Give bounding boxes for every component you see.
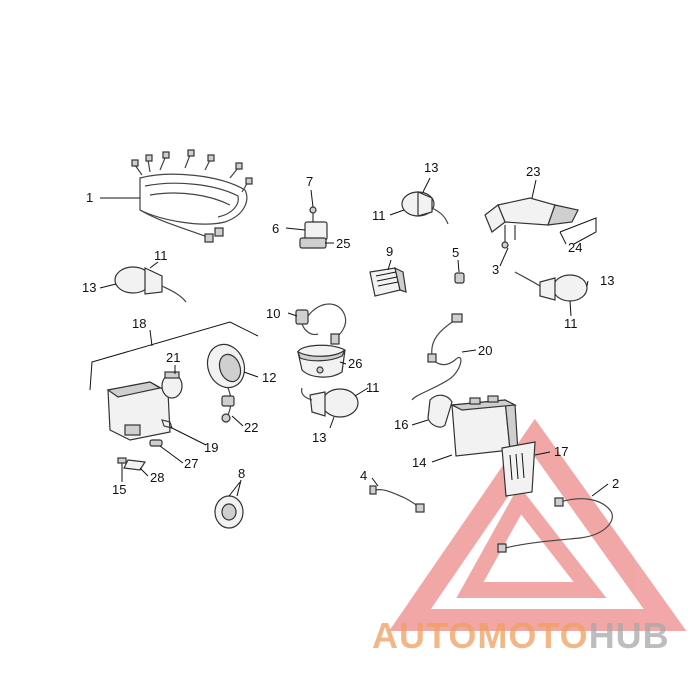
- callout-13-b: 13: [424, 160, 438, 175]
- watermark-text-moto: MOTO: [477, 615, 588, 656]
- callout-4: 4: [360, 468, 367, 483]
- callout-27: 27: [184, 456, 198, 471]
- callout-15: 15: [112, 482, 126, 497]
- part-indicator-rear-right: [514, 271, 588, 302]
- watermark-logo: [389, 418, 687, 631]
- part-wire-lead-20: [411, 313, 463, 401]
- callout-labels: 1 2 3 4 5 6 7 8 9 10 11 11 11 11 12 13 1…: [82, 160, 619, 497]
- part-wiring-harness: [131, 149, 253, 243]
- callout-26: 26: [348, 356, 362, 371]
- callout-5: 5: [452, 245, 459, 260]
- callout-8: 8: [238, 466, 245, 481]
- callout-28: 28: [150, 470, 164, 485]
- callout-10: 10: [266, 306, 280, 321]
- part-license-plate-light: [484, 197, 579, 249]
- callout-13-d: 13: [312, 430, 326, 445]
- callout-18: 18: [132, 316, 146, 331]
- callout-1: 1: [86, 190, 93, 205]
- part-cable-2: [497, 497, 613, 553]
- part-flasher-relay: [369, 266, 407, 297]
- callout-23: 23: [526, 164, 540, 179]
- callout-25: 25: [336, 236, 350, 251]
- part-headlight-assembly: [89, 321, 259, 482]
- part-bulb-small: [454, 272, 465, 284]
- watermark-text-hub: HUB: [589, 615, 670, 656]
- callout-11-c: 11: [366, 380, 380, 395]
- callout-20: 20: [478, 343, 492, 358]
- callout-2: 2: [612, 476, 619, 491]
- callout-11-d: 11: [564, 316, 578, 331]
- watermark-triangle-inner: [456, 485, 607, 598]
- callout-13-a: 13: [82, 280, 96, 295]
- callout-13-c: 13: [600, 273, 614, 288]
- watermark-text: AUTOMOTOHUB: [372, 615, 670, 656]
- part-switch-block: [299, 206, 328, 249]
- callout-3: 3: [492, 262, 499, 277]
- callout-19: 19: [204, 440, 218, 455]
- callout-11-a: 11: [154, 248, 168, 263]
- part-horn: [214, 481, 244, 529]
- callout-14: 14: [412, 455, 426, 470]
- part-bracket-26: [296, 344, 346, 378]
- callout-21: 21: [166, 350, 180, 365]
- part-indicator-front-left: [114, 266, 187, 303]
- callout-6: 6: [272, 221, 279, 236]
- callout-9: 9: [386, 244, 393, 259]
- watermark-triangle-outer: [389, 418, 687, 631]
- part-battery: [427, 394, 536, 497]
- callout-22: 22: [244, 420, 258, 435]
- svg-text:AUTOMOTOHUB: AUTOMOTOHUB: [372, 615, 670, 656]
- part-indicator-rear-left: [401, 191, 449, 225]
- callout-12: 12: [262, 370, 276, 385]
- callout-16: 16: [394, 417, 408, 432]
- part-cable-4: [369, 485, 425, 513]
- part-relay-10: [295, 303, 347, 345]
- watermark-text-auto: AUTO: [372, 615, 477, 656]
- callout-7: 7: [306, 174, 313, 189]
- callout-11-b: 11: [372, 208, 386, 223]
- callout-17: 17: [554, 444, 568, 459]
- part-indicator-front-right: [300, 387, 359, 418]
- leader-lines: [99, 177, 609, 497]
- callout-24: 24: [568, 240, 582, 255]
